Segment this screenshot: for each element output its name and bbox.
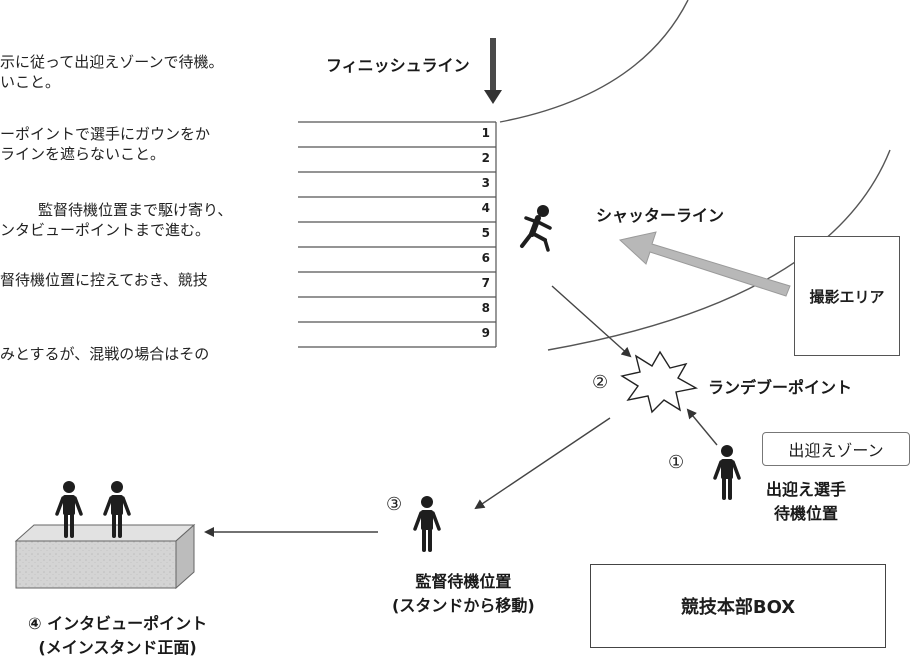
- track-curve-top: [499, 0, 689, 123]
- greeter-figure-icon: [713, 445, 741, 500]
- coach-number: ③: [386, 494, 403, 515]
- hq-box-label: 競技本部BOX: [680, 597, 796, 618]
- interview-label-line-2: (メインスタンド正面): [38, 638, 197, 657]
- greeter-label-line-2: 待機位置: [774, 504, 839, 523]
- coach-position-label: 監督待機位置 (スタンドから移動): [392, 570, 535, 618]
- rendezvous-label: ランデブーポイント: [708, 378, 853, 397]
- lane-number: 3: [481, 176, 490, 190]
- lane-number: 5: [481, 226, 490, 240]
- interview-point-label: ④ インタビューポイント (メインスタンド正面): [28, 612, 207, 660]
- hq-box: 競技本部BOX: [590, 564, 886, 648]
- finish-line-arrow: [484, 38, 502, 104]
- lane-number: 1: [481, 126, 490, 140]
- photo-area-box: 撮影エリア: [794, 236, 900, 356]
- photo-area-label: 撮影エリア: [809, 287, 885, 306]
- lane-number: 2: [481, 151, 490, 165]
- arrow-runner-to-rendezvous: [551, 285, 632, 358]
- note-3-line-1: 監督待機位置まで駆け寄り、: [38, 201, 233, 219]
- arrow-greeter-to-rendezvous: [686, 408, 718, 446]
- note-5-line-1: みとするが、混戦の場合はその: [0, 345, 210, 363]
- note-2-line-1: ーポイントで選手にガウンをか: [0, 125, 211, 143]
- coach-label-line-1: 監督待機位置: [415, 572, 512, 591]
- lane-number: 4: [481, 201, 490, 215]
- note-3-line-2: ンタビューポイントまで進む。: [0, 221, 211, 239]
- track-curve-lower: [547, 149, 891, 351]
- finish-line-label: フィニッシュライン: [326, 56, 470, 75]
- note-5: みとするが、混戦の場合はその: [0, 344, 209, 364]
- shutter-direction-arrow: [618, 231, 791, 297]
- note-1-line-1: 示に従って出迎えゾーンで待機。: [0, 53, 224, 71]
- note-4-line-1: 督待機位置に控えておき、競技: [0, 271, 208, 289]
- lane-number: 8: [481, 301, 490, 315]
- greeter-number: ①: [668, 452, 685, 473]
- shutter-line-label: シャッターライン: [596, 206, 725, 225]
- rendezvous-number: ②: [592, 372, 609, 393]
- lane-number: 9: [481, 326, 490, 340]
- coach-figure-icon: [413, 496, 441, 552]
- interview-label-line-1: ④ インタビューポイント: [28, 614, 208, 633]
- note-4: 督待機位置に控えておき、競技: [0, 270, 208, 290]
- lane-lines: [298, 121, 497, 348]
- note-2: ーポイントで選手にガウンをか ラインを遮らないこと。: [0, 124, 210, 164]
- greeter-position-label: 出迎え選手 待機位置: [766, 478, 846, 526]
- lane-number: 7: [481, 276, 490, 290]
- coach-label-line-2: (スタンドから移動): [392, 596, 535, 615]
- runner-icon: [520, 205, 552, 252]
- lane-number: 6: [481, 251, 490, 265]
- greeting-zone-label: 出迎えゾーン: [788, 441, 884, 460]
- interview-figure-left-icon: [55, 481, 83, 538]
- arrow-rendezvous-to-coach: [474, 417, 611, 510]
- rendezvous-burst-icon: [620, 350, 699, 414]
- interview-figure-right-icon: [103, 481, 131, 538]
- note-1-line-2: いこと。: [0, 73, 61, 91]
- greeting-zone-box: 出迎えゾーン: [762, 432, 910, 466]
- note-2-line-2: ラインを遮らないこと。: [0, 145, 166, 163]
- greeter-label-line-1: 出迎え選手: [766, 480, 847, 499]
- interview-platform: [14, 523, 196, 590]
- note-1: 示に従って出迎えゾーンで待機。 いこと。: [0, 52, 224, 92]
